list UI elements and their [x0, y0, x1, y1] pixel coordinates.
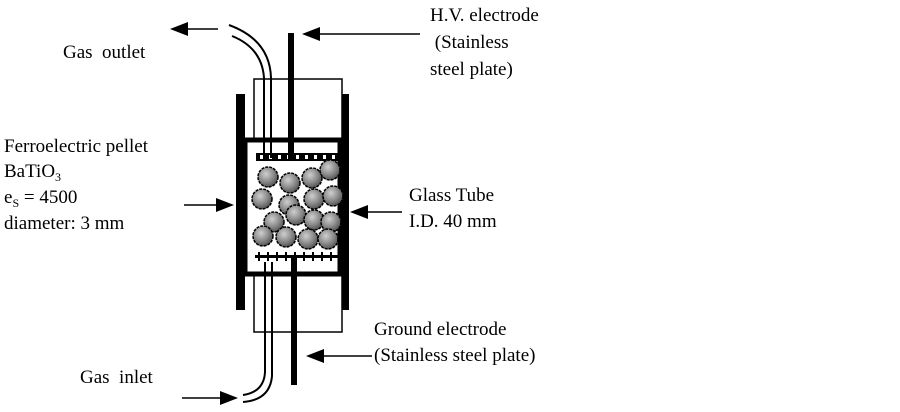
- glass-tube-right-wall: [340, 94, 349, 310]
- perforation-hole: [296, 155, 299, 159]
- ground-electrode-rod: [291, 255, 297, 385]
- hv-electrode-label-line3: steel plate): [430, 59, 513, 80]
- pellet: [263, 211, 285, 233]
- ground-electrode-label-line2: (Stainless steel plate): [374, 345, 536, 366]
- perforation-tick: [267, 252, 269, 261]
- pellet: [252, 225, 274, 247]
- perforation-tick: [303, 252, 305, 261]
- pellet: [257, 166, 279, 188]
- pellet-permittivity: eS = 4500: [4, 186, 77, 209]
- gas-outlet-label: Gas outlet: [63, 42, 146, 63]
- gas-inlet-label: Gas inlet: [80, 367, 153, 388]
- pellet: [319, 159, 341, 181]
- pellet: [320, 211, 342, 233]
- ground-electrode-label-line1: Ground electrode: [374, 319, 507, 340]
- pellet-diameter: diameter: 3 mm: [4, 213, 125, 234]
- perforation-tick: [276, 252, 278, 261]
- glass-tube-label-line1: Glass Tube: [409, 185, 494, 206]
- gas-outlet-arrow: [170, 22, 218, 36]
- pellet-formula: BaTiO3: [4, 160, 61, 183]
- perforation-hole: [305, 155, 308, 159]
- perforation-hole: [260, 155, 263, 159]
- pellet-formula-subscript: 3: [55, 170, 62, 184]
- pellet: [317, 228, 339, 250]
- perforation-hole: [278, 155, 281, 159]
- pellet-formula-main: BaTiO: [4, 161, 56, 182]
- glass-tube-left-wall: [236, 94, 245, 310]
- hv-electrode-arrow: [302, 27, 420, 41]
- perforation-tick: [312, 252, 314, 261]
- top-stopper: [253, 78, 343, 150]
- perforation-hole: [332, 155, 335, 159]
- permittivity-symbol: e: [4, 187, 13, 208]
- perforation-hole: [314, 155, 317, 159]
- perforation-tick: [339, 252, 341, 261]
- glass-tube-label-line2: I.D. 40 mm: [409, 211, 497, 232]
- glass-tube-arrow: [350, 205, 402, 219]
- permittivity-subscript: S: [12, 196, 20, 210]
- perforation-tick: [258, 252, 260, 261]
- ground-electrode-arrow: [306, 349, 372, 363]
- perforation-tick: [330, 252, 332, 261]
- pellet: [279, 172, 301, 194]
- pellet: [303, 188, 325, 210]
- bottom-stopper: [253, 273, 343, 333]
- perforation-hole: [323, 155, 326, 159]
- pellet: [322, 185, 344, 207]
- pellet: [275, 226, 297, 248]
- pellet-arrow: [184, 198, 234, 212]
- perforation-tick: [285, 252, 287, 261]
- permittivity-value: = 4500: [19, 187, 78, 208]
- pellet: [251, 188, 273, 210]
- pellet: [285, 204, 307, 226]
- hv-electrode-rod: [288, 33, 294, 161]
- gas-inlet-tube: [242, 262, 273, 403]
- pellet: [301, 167, 323, 189]
- gas-inlet-arrow: [182, 391, 238, 405]
- gas-outlet-tube: [228, 24, 272, 158]
- hv-electrode-label-line2: (Stainless: [430, 32, 509, 53]
- pellet-label-line1: Ferroelectric pellet: [4, 136, 149, 157]
- perforation-tick: [321, 252, 323, 261]
- ferroelectric-pellets: [251, 159, 344, 250]
- hv-electrode-label-line1: H.V. electrode: [430, 5, 539, 26]
- pellet: [297, 228, 319, 250]
